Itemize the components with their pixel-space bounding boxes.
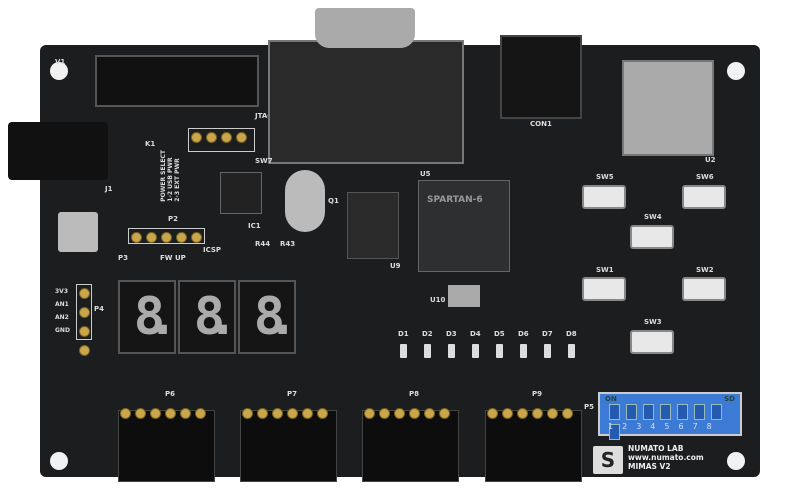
fpga-chip: SPARTAN-6 <box>418 180 510 272</box>
con1-label: CON1 <box>530 120 552 128</box>
jtag-header <box>95 55 259 107</box>
dip-toggle[interactable] <box>609 404 620 420</box>
numato-logo: S <box>593 446 623 474</box>
mount-hole <box>727 452 745 470</box>
oscillator-u10 <box>448 285 480 307</box>
power-jack <box>8 122 108 180</box>
header-p8 <box>362 410 459 482</box>
sw5-label: SW5 <box>596 173 614 181</box>
sw2-label: SW2 <box>696 266 714 274</box>
p4-label: P4 <box>94 305 105 313</box>
dip-sd-label: SD <box>724 395 735 403</box>
dip-numbers: 12345678 <box>608 422 721 431</box>
vga-connector <box>268 40 464 164</box>
button-sw5[interactable] <box>582 185 626 209</box>
p6-label: P6 <box>165 390 176 398</box>
p6-pins <box>118 405 208 424</box>
q1-label: Q1 <box>328 197 339 205</box>
mount-hole <box>727 62 745 80</box>
sw3-label: SW3 <box>644 318 662 326</box>
dip-toggle[interactable] <box>711 404 722 420</box>
dip-toggle[interactable] <box>677 404 688 420</box>
dip-on-label: ON <box>605 395 617 403</box>
button-sw2[interactable] <box>682 277 726 301</box>
icsp-label: ICSP <box>203 246 222 254</box>
sw6-label: SW6 <box>696 173 714 181</box>
p8-pins <box>362 405 452 424</box>
p9-pins <box>485 405 575 424</box>
ram-chip-u9 <box>347 192 399 259</box>
p3-label: P3 <box>118 254 129 262</box>
sw7-header <box>188 128 255 152</box>
dip-toggle[interactable] <box>609 424 620 440</box>
u2-label: U2 <box>705 156 716 164</box>
audio-jack <box>500 35 582 119</box>
p8-label: P8 <box>409 390 420 398</box>
sw4-label: SW4 <box>644 213 662 221</box>
header-p9 <box>485 410 582 482</box>
button-sw1[interactable] <box>582 277 626 301</box>
u10-label: U10 <box>430 296 446 304</box>
p7-pins <box>240 405 330 424</box>
dip-toggle[interactable] <box>660 404 671 420</box>
p9-label: P9 <box>532 390 543 398</box>
v1-label: V1 <box>55 58 66 66</box>
seven-segment-digit: 8. <box>118 280 176 354</box>
k1-label: K1 <box>145 140 156 148</box>
p4-header <box>76 284 92 356</box>
button-sw4[interactable] <box>630 225 674 249</box>
seven-segment-digit: 8. <box>238 280 296 354</box>
header-p6 <box>118 410 215 482</box>
button-sw3[interactable] <box>630 330 674 354</box>
mount-hole <box>50 62 68 80</box>
crystal-q1 <box>285 170 325 232</box>
usb-port <box>58 212 98 252</box>
u5-label: U5 <box>420 170 431 178</box>
p5-label: P5 <box>584 403 595 411</box>
dip-toggle[interactable] <box>694 404 705 420</box>
dip-toggle[interactable] <box>643 404 654 420</box>
sw7-label: SW7 <box>255 157 273 165</box>
p7-label: P7 <box>287 390 298 398</box>
button-sw6[interactable] <box>682 185 726 209</box>
ic1-chip <box>220 172 262 214</box>
ic1-label: IC1 <box>248 222 261 230</box>
microsd-slot <box>622 60 714 156</box>
vga-shell <box>315 8 415 48</box>
u9-label: U9 <box>390 262 401 270</box>
jtag-label: JTAG <box>255 112 273 120</box>
j1-label: J1 <box>105 185 113 193</box>
icsp-header <box>128 228 205 244</box>
dip-switch[interactable]: ON SD 12345678 <box>598 392 742 440</box>
seven-segment-digit: 8. <box>178 280 236 354</box>
dip-toggle[interactable] <box>626 404 637 420</box>
p2-label: P2 <box>168 215 179 223</box>
fwup-label: FW UP <box>160 254 186 262</box>
r43-label: R43 <box>280 240 296 248</box>
mount-hole <box>50 452 68 470</box>
r44-label: R44 <box>255 240 271 248</box>
sw1-label: SW1 <box>596 266 614 274</box>
